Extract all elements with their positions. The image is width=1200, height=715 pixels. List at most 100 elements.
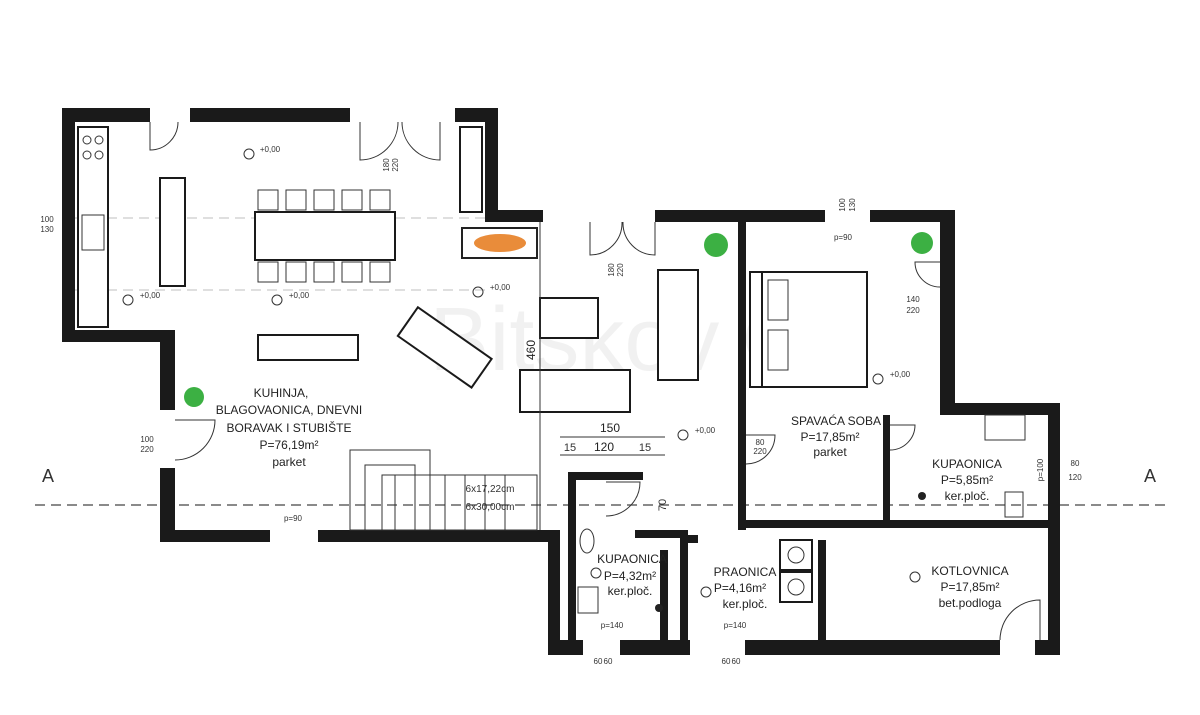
plan-label: 60 — [604, 657, 613, 666]
washbasin-icon — [984, 414, 1026, 441]
plan-shape — [341, 261, 363, 283]
sink-icon — [81, 214, 105, 251]
plan-label: 130 — [40, 225, 54, 234]
stair-rise: 6x17,22cm — [466, 484, 515, 495]
plan-label: 150 — [600, 421, 620, 435]
plant-icons — [184, 232, 933, 407]
plan-shape — [160, 468, 175, 542]
plan-shape — [767, 279, 789, 321]
plan-shape — [474, 234, 526, 252]
plan-shape — [911, 232, 933, 254]
plan-shape — [254, 211, 396, 261]
bed — [749, 271, 868, 388]
plan-shape — [381, 474, 538, 531]
plan-shape — [590, 567, 602, 579]
plan-label: ker.ploč. — [945, 489, 990, 503]
plan-shape — [1035, 640, 1060, 655]
plan-label: 60 — [594, 657, 603, 666]
plan-label: KUHINJA, — [254, 386, 309, 400]
plan-shape — [889, 424, 916, 451]
plan-shape — [870, 210, 955, 222]
plan-shape — [940, 210, 955, 410]
plan-label: 180 — [382, 158, 391, 172]
plan-shape — [257, 189, 279, 211]
plan-label: KUPAONICA — [932, 457, 1002, 471]
plan-label: KOTLOVNICA — [931, 564, 1008, 578]
plan-shape — [940, 403, 1060, 415]
plan-shape — [745, 210, 825, 222]
plan-shape — [485, 108, 498, 222]
plan-label: p=100 — [1036, 458, 1045, 481]
plan-shape — [94, 135, 104, 145]
plan-label: p=140 — [724, 621, 747, 630]
plan-label: BORAVAK I STUBIŠTE — [227, 420, 352, 435]
plan-label: P=5,85m² — [941, 473, 993, 487]
plan-shape — [243, 148, 255, 160]
plan-label: 15 — [639, 442, 651, 454]
plan-label: 220 — [140, 445, 154, 454]
plan-shape — [914, 261, 941, 288]
plan-shape — [620, 640, 690, 655]
plan-label: 100 — [838, 198, 847, 212]
plan-label: 460 — [524, 340, 538, 360]
plan-shape — [677, 429, 689, 441]
room-laundry: PRAONICA P=4,16m² ker.ploč. — [714, 565, 777, 611]
room-bathroom-2: KUPAONICA P=4,32m² ker.ploč. — [597, 552, 667, 598]
plan-label: P=4,32m² — [604, 569, 656, 583]
plan-label: P=17,85m² — [800, 430, 859, 444]
plan-label: +0,00 — [890, 370, 911, 379]
plan-shape — [548, 530, 560, 655]
plan-shape — [700, 586, 712, 598]
plan-shape — [62, 108, 75, 330]
plan-shape — [655, 210, 745, 222]
plan-label: bet.podloga — [939, 596, 1002, 610]
plan-shape — [149, 121, 179, 151]
plan-shape — [745, 520, 1050, 528]
staircase — [349, 449, 538, 531]
plan-shape — [738, 222, 746, 530]
section-marker-right: A — [1144, 466, 1156, 486]
cabinet — [459, 126, 483, 213]
plan-label: P=4,16m² — [714, 581, 766, 595]
plan-shape — [285, 189, 307, 211]
plan-label: 120 — [1068, 473, 1082, 482]
plan-shape — [94, 150, 104, 160]
plan-shape — [369, 189, 391, 211]
plan-shape — [704, 233, 728, 257]
plan-shape — [635, 530, 685, 538]
plan-label: P=76,19m² — [259, 438, 318, 452]
plan-label: ker.ploč. — [608, 584, 653, 598]
plan-label: 220 — [391, 158, 400, 172]
kitchen — [77, 126, 538, 328]
plan-label: BLAGOVAONICA, DNEVNI — [216, 403, 362, 417]
plan-shape — [749, 271, 763, 388]
plan-label: KUPAONICA — [597, 552, 667, 566]
plan-label: 220 — [616, 263, 625, 277]
plan-shape — [271, 294, 283, 306]
living-furniture — [396, 269, 699, 413]
plan-shape — [999, 599, 1041, 641]
plan-shape — [174, 419, 216, 461]
plan-shape — [313, 261, 335, 283]
plan-shape — [498, 210, 543, 222]
plan-shape — [359, 121, 441, 161]
plan-shape — [82, 150, 92, 160]
plan-label: ker.ploč. — [723, 597, 768, 611]
plan-shape — [568, 472, 643, 480]
plan-label: +0,00 — [490, 283, 511, 292]
washing-machine-icon — [779, 539, 813, 571]
plan-shape — [62, 330, 175, 342]
room-bedroom: SPAVAĆA SOBA P=17,85m² parket — [791, 413, 881, 459]
plan-label: +0,00 — [140, 291, 161, 300]
plan-shape — [257, 261, 279, 283]
plan-shape — [318, 530, 560, 542]
plan-shape — [285, 261, 307, 283]
stair-tread: 6x30,00cm — [466, 502, 515, 513]
plan-label: +0,00 — [260, 145, 281, 154]
plan-label: 100 — [140, 435, 154, 444]
plan-label: p=90 — [284, 514, 303, 523]
plan-shape — [190, 108, 350, 122]
plan-label: 120 — [594, 440, 614, 454]
washbasin-icon — [579, 528, 595, 554]
